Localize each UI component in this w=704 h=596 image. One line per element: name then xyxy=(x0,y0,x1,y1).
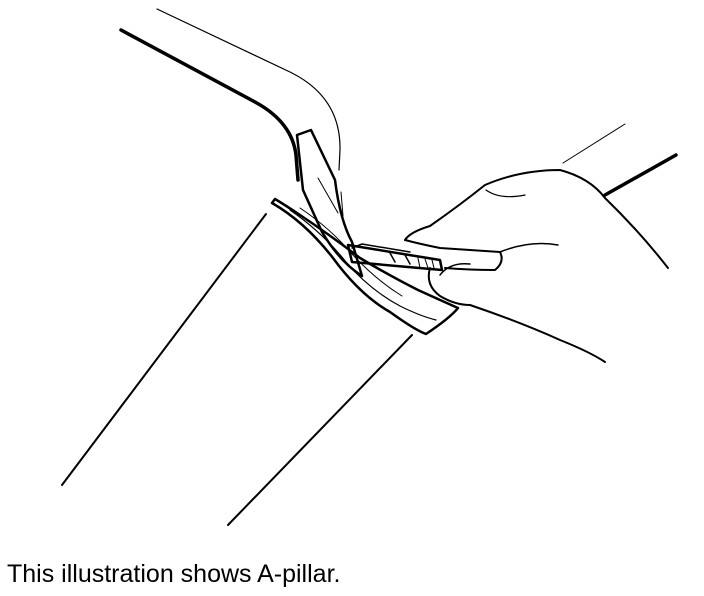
hand-palm-lower xyxy=(469,304,606,363)
knife-slider xyxy=(389,252,411,265)
hand-finger-2 xyxy=(439,262,471,276)
trim-flap-inner-2 xyxy=(340,191,344,217)
pillar-right-edge xyxy=(227,334,413,526)
pillar-left-edge xyxy=(61,213,267,486)
molding-outer xyxy=(270,197,460,336)
windshield-top-line xyxy=(562,123,626,164)
hand-finger-1 xyxy=(427,267,471,306)
caption: This illustration shows A-pillar. xyxy=(7,560,341,588)
molding-inner-line-2 xyxy=(299,207,403,297)
roof-edge-line xyxy=(119,28,300,182)
hand-outline xyxy=(404,169,669,269)
windshield-thick-line xyxy=(603,153,678,197)
knife-cut-lines xyxy=(417,257,435,269)
hand-crease xyxy=(485,189,526,198)
roof-outer-line xyxy=(156,8,341,171)
knife-blade xyxy=(351,243,411,253)
hand-knuckle xyxy=(499,242,559,253)
a-pillar-illustration xyxy=(61,8,678,526)
molding-inner-line xyxy=(289,209,437,321)
knife-body xyxy=(346,243,444,272)
trim-flap-inner xyxy=(317,177,339,214)
